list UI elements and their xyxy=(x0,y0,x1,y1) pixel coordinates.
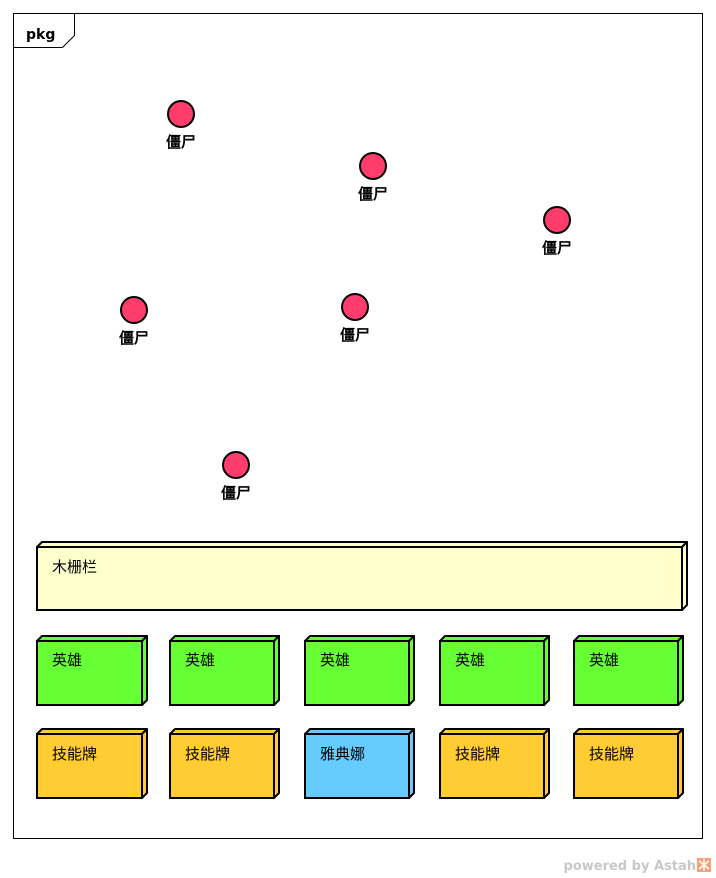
hero-node[interactable]: 英雄 xyxy=(36,635,148,706)
zombie-icon xyxy=(543,206,571,234)
hero-node[interactable]: 英雄 xyxy=(439,635,550,706)
athena-label: 雅典娜 xyxy=(320,745,365,763)
hero-node[interactable]: 英雄 xyxy=(573,635,684,706)
zombie-label: 僵尸 xyxy=(166,133,196,151)
zombie-actor[interactable]: 僵尸 xyxy=(119,296,149,347)
zombie-actor[interactable]: 僵尸 xyxy=(221,451,251,502)
hero-label: 英雄 xyxy=(455,651,485,669)
astah-logo-icon xyxy=(697,858,711,872)
fence-node[interactable]: 木栅栏 xyxy=(36,541,688,611)
skill-card-node[interactable]: 技能牌 xyxy=(169,728,280,799)
zombie-label: 僵尸 xyxy=(119,329,149,347)
zombie-label: 僵尸 xyxy=(340,326,370,344)
hero-label: 英雄 xyxy=(185,651,215,669)
skill-card-label: 技能牌 xyxy=(455,745,500,763)
skill-card-label: 技能牌 xyxy=(589,745,634,763)
hero-label: 英雄 xyxy=(589,651,619,669)
zombie-label: 僵尸 xyxy=(542,239,572,257)
zombie-actor[interactable]: 僵尸 xyxy=(542,206,572,257)
hero-node[interactable]: 英雄 xyxy=(169,635,280,706)
zombie-label: 僵尸 xyxy=(221,484,251,502)
zombie-icon xyxy=(222,451,250,479)
package-frame[interactable]: pkg xyxy=(13,13,703,839)
watermark-text: powered by Astah xyxy=(564,859,696,874)
zombie-actor[interactable]: 僵尸 xyxy=(166,100,196,151)
skill-card-node[interactable]: 技能牌 xyxy=(36,728,148,799)
athena-node[interactable]: 雅典娜 xyxy=(304,728,415,799)
zombie-icon xyxy=(120,296,148,324)
zombie-icon xyxy=(359,152,387,180)
zombie-label: 僵尸 xyxy=(358,185,388,203)
package-name: pkg xyxy=(26,27,55,43)
zombie-actor[interactable]: 僵尸 xyxy=(340,293,370,344)
hero-node[interactable]: 英雄 xyxy=(304,635,415,706)
skill-card-node[interactable]: 技能牌 xyxy=(439,728,550,799)
zombie-icon xyxy=(341,293,369,321)
hero-label: 英雄 xyxy=(52,651,82,669)
zombie-actor[interactable]: 僵尸 xyxy=(358,152,388,203)
watermark: powered by Astah xyxy=(564,858,711,874)
skill-card-label: 技能牌 xyxy=(52,745,97,763)
zombie-icon xyxy=(167,100,195,128)
skill-card-node[interactable]: 技能牌 xyxy=(573,728,684,799)
fence-label: 木栅栏 xyxy=(52,558,97,576)
hero-label: 英雄 xyxy=(320,651,350,669)
skill-card-label: 技能牌 xyxy=(185,745,230,763)
